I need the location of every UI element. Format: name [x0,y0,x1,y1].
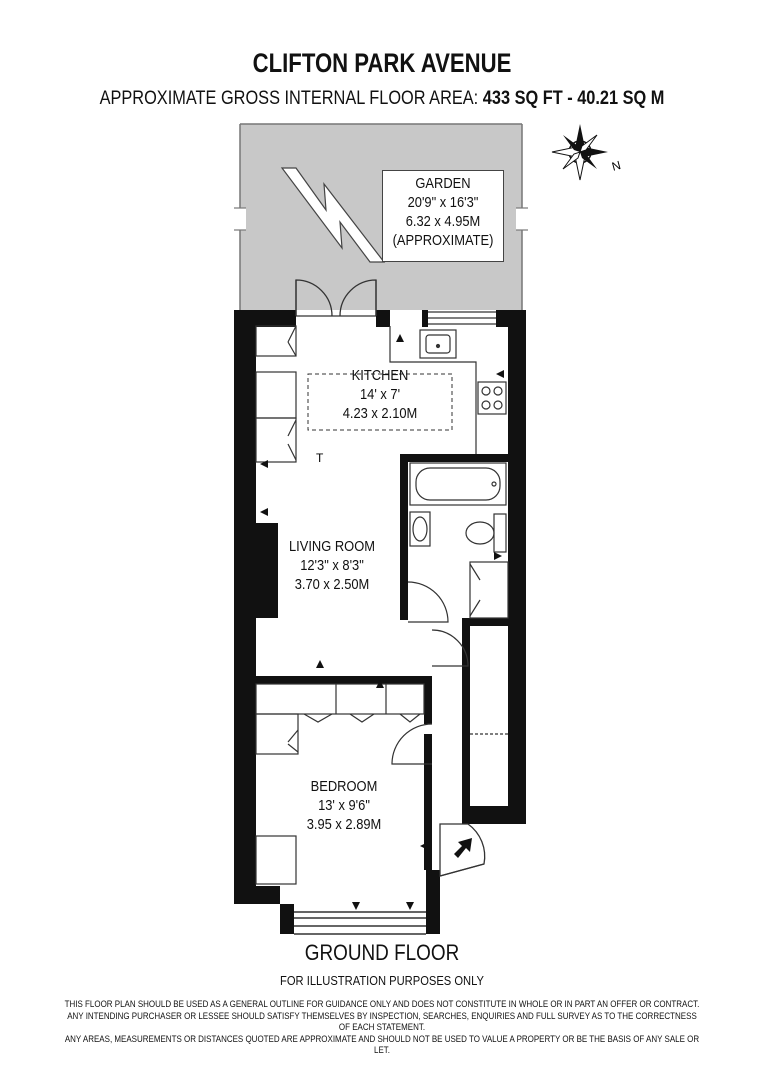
bedroom-label: BEDROOM 13' x 9'6" 3.95 x 2.89M [294,777,394,834]
kitchen-name: KITCHEN [351,367,409,384]
kitchen-island [307,373,453,431]
entrance-door [439,823,486,877]
wall-markers [260,334,504,910]
exterior-walls [234,310,526,934]
kitchen-window [428,311,496,325]
toilet-icon [465,513,507,553]
compass-north-label: N [610,158,622,174]
cooker-hob-icon [477,381,507,415]
disclaimer: THIS FLOOR PLAN SHOULD BE USED AS A GENE… [61,999,703,1057]
living-room-imperial: 12'3" x 8'3" [300,557,364,574]
garden-label-box: GARDEN 20'9" x 16'3" 6.32 x 4.95M (APPRO… [382,170,504,262]
kitchen-counter [389,326,477,454]
plan-title: CLIFTON PARK AVENUE [252,48,512,78]
living-room-marker: T [316,451,324,465]
kitchen-cupboards [255,325,297,463]
kitchen-imperial: 14' x 7' [359,386,401,403]
floor-label: GROUND FLOOR [304,940,460,965]
floor-area-value: 433 SQ FT - 40.21 SQ M [482,88,665,109]
bathroom-door [407,581,449,623]
floor-area-prefix: APPROXIMATE GROSS INTERNAL FLOOR AREA: [99,88,479,109]
living-room-metric: 3.70 x 2.50M [294,576,370,593]
basin-icon [409,511,431,547]
kitchen-metric: 4.23 x 2.10M [342,405,418,422]
hall-cupboard [469,561,509,619]
garden-metric: 6.32 x 4.95M [405,213,481,230]
living-room-label: LIVING ROOM 12'3" x 8'3" 3.70 x 2.50M [279,537,386,594]
bath-tub-icon [409,462,507,506]
disclaimer-line: THIS FLOOR PLAN SHOULD BE USED AS A GENE… [64,999,700,1010]
bedroom-metric: 3.95 x 2.89M [306,816,382,833]
bedroom-imperial: 13' x 9'6" [318,797,370,814]
garden-note: (APPROXIMATE) [392,232,494,249]
interior-walls [256,454,508,870]
living-room-name: LIVING ROOM [288,538,375,555]
garden-imperial: 20'9" x 16'3" [407,194,479,211]
disclaimer-line: ANY AREAS, MEASUREMENTS OR DISTANCES QUO… [64,1033,700,1057]
disclaimer-line: ANY INTENDING PURCHASER OR LESSEE SHOULD… [67,1010,697,1034]
illustration-note: FOR ILLUSTRATION PURPOSES ONLY [280,973,484,988]
french-doors [295,279,377,317]
floor-area: APPROXIMATE GROSS INTERNAL FLOOR AREA: 4… [53,88,710,110]
compass-rose-icon [551,124,608,181]
garden-name: GARDEN [415,175,471,192]
bedroom-name: BEDROOM [310,778,378,795]
bedroom-wardrobes [255,683,425,885]
kitchen-label: KITCHEN 14' x 7' 4.23 x 2.10M [320,366,440,423]
bay-window [294,911,426,935]
hallway [391,629,508,765]
